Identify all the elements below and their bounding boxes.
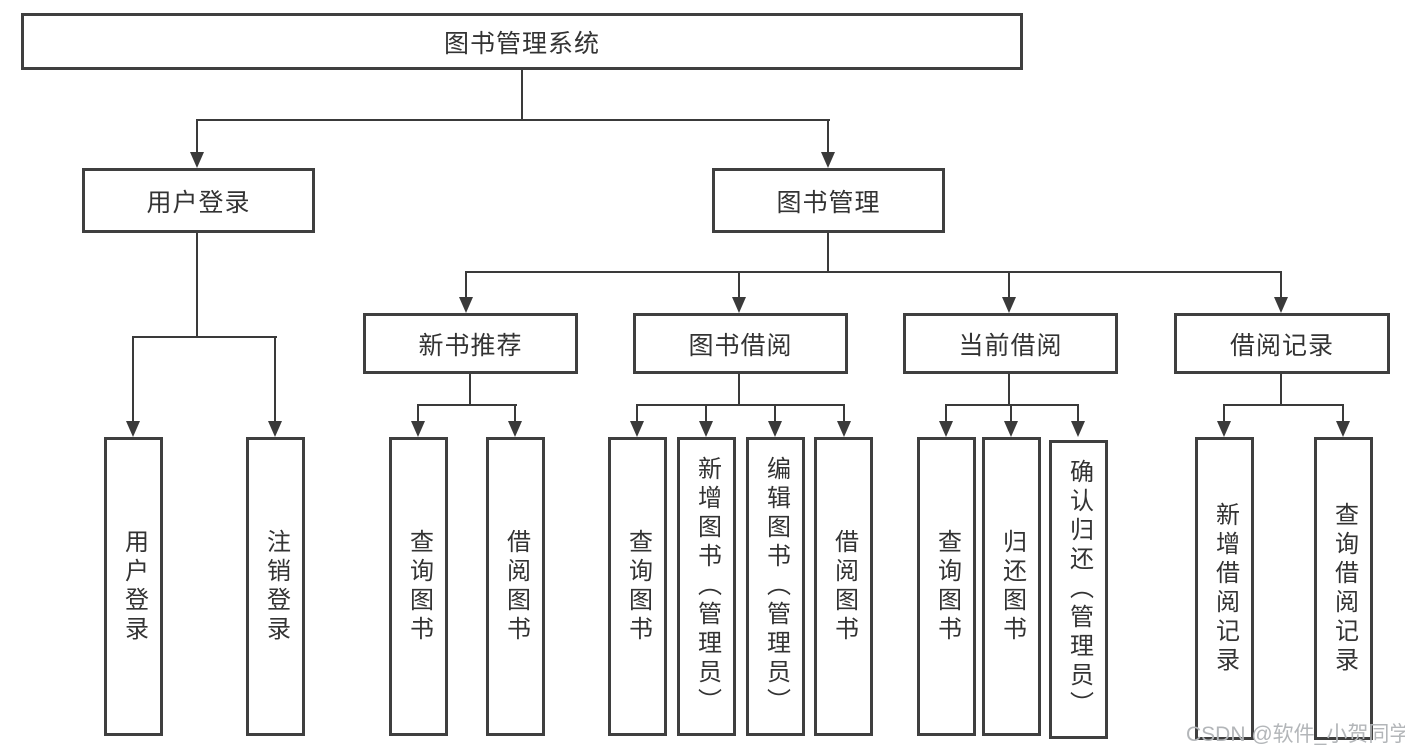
node-book-borrow-label: 图书借阅 (688, 331, 793, 360)
arrow-down-bor-3 (768, 421, 782, 437)
connector-records-rail (1223, 404, 1344, 406)
connector-drop-bor-2 (705, 404, 707, 422)
node-book-management: 图书管理 (712, 168, 945, 233)
node-user-login-label: 用户登录 (146, 188, 251, 217)
connector-recommend-rail (417, 404, 517, 406)
leaf-borrow-book-label: 借阅图书 (830, 528, 858, 645)
connector-mgmt-rail (465, 271, 1282, 273)
connector-drop-rec-2 (514, 404, 516, 422)
arrow-down-book-mgmt (821, 152, 835, 168)
connector-borrow-rail (636, 404, 845, 406)
leaf-current-query-book-label: 查询图书 (933, 528, 961, 645)
leaf-user-login-label: 用户登录 (120, 528, 148, 645)
arrow-down-rec-1 (411, 421, 425, 437)
connector-drop-borrow (738, 271, 740, 298)
leaf-recommend-borrow-book: 借阅图书 (486, 437, 545, 736)
connector-drop-bor-3 (774, 404, 776, 422)
connector-drop-user-login (196, 119, 198, 153)
arrow-down-bor-1 (630, 421, 644, 437)
leaf-return-book: 归还图书 (982, 437, 1041, 736)
leaf-logout-label: 注销登录 (262, 528, 290, 645)
csdn-watermark: CSDN @软件_小贺同学 (1186, 723, 1405, 746)
connector-drop-book-mgmt (827, 119, 829, 153)
node-new-book-recommend: 新书推荐 (363, 313, 578, 374)
leaf-borrow-query-book-label: 查询图书 (624, 528, 652, 645)
arrow-down-rec-2 (508, 421, 522, 437)
connector-drop-records (1280, 271, 1282, 298)
leaf-edit-book-admin-label: 编辑图书（管理员） (762, 456, 790, 717)
connector-drop-recommend (465, 271, 467, 298)
connector-drop-recd-1 (1223, 404, 1225, 422)
connector-current-stem (1008, 374, 1010, 406)
leaf-recommend-query-book-label: 查询图书 (405, 528, 433, 645)
leaf-logout: 注销登录 (246, 437, 305, 736)
leaf-recommend-query-book: 查询图书 (389, 437, 448, 736)
arrow-down-current (1002, 297, 1016, 313)
leaf-confirm-return-admin: 确认归还（管理员） (1049, 440, 1108, 739)
leaf-add-borrow-record-label: 新增借阅记录 (1211, 501, 1239, 676)
arrow-down-recommend (459, 297, 473, 313)
arrow-down-borrow (732, 297, 746, 313)
leaf-user-login: 用户登录 (104, 437, 163, 736)
node-new-book-recommend-label: 新书推荐 (418, 331, 523, 360)
connector-root-stem (521, 70, 523, 120)
connector-drop-recd-2 (1342, 404, 1344, 422)
node-current-borrow-label: 当前借阅 (958, 331, 1063, 360)
leaf-edit-book-admin: 编辑图书（管理员） (746, 437, 805, 736)
node-user-login: 用户登录 (82, 168, 315, 233)
connector-records-stem (1280, 374, 1282, 406)
connector-drop-bor-4 (843, 404, 845, 422)
node-borrow-records-label: 借阅记录 (1229, 331, 1334, 360)
arrow-down-cur-2 (1004, 421, 1018, 437)
arrow-down-login-1 (126, 421, 140, 437)
leaf-return-book-label: 归还图书 (998, 528, 1026, 645)
connector-drop-login-2 (274, 336, 276, 422)
connector-mgmt-stem (827, 233, 829, 273)
arrow-down-bor-4 (837, 421, 851, 437)
leaf-add-borrow-record: 新增借阅记录 (1195, 437, 1254, 740)
node-library-system-label: 图书管理系统 (443, 29, 600, 58)
arrow-down-recd-2 (1336, 421, 1350, 437)
leaf-add-book-admin: 新增图书（管理员） (677, 437, 736, 736)
connector-drop-current (1008, 271, 1010, 298)
node-library-system: 图书管理系统 (21, 13, 1023, 70)
connector-drop-cur-1 (945, 404, 947, 422)
arrow-down-user-login (190, 152, 204, 168)
connector-root-rail (196, 119, 830, 121)
arrow-down-records (1274, 297, 1288, 313)
leaf-borrow-query-book: 查询图书 (608, 437, 667, 736)
connector-borrow-stem (738, 374, 740, 406)
leaf-borrow-book: 借阅图书 (814, 437, 873, 736)
leaf-confirm-return-admin-label: 确认归还（管理员） (1065, 459, 1093, 720)
node-book-management-label: 图书管理 (776, 188, 881, 217)
arrow-down-bor-2 (699, 421, 713, 437)
connector-recommend-stem (469, 374, 471, 406)
leaf-recommend-borrow-book-label: 借阅图书 (502, 528, 530, 645)
leaf-current-query-book: 查询图书 (917, 437, 976, 736)
node-book-borrow: 图书借阅 (633, 313, 848, 374)
connector-drop-bor-1 (636, 404, 638, 422)
arrow-down-login-2 (268, 421, 282, 437)
connector-drop-rec-1 (417, 404, 419, 422)
connector-login-stem (196, 233, 198, 338)
connector-drop-login-1 (132, 336, 134, 422)
arrow-down-recd-1 (1217, 421, 1231, 437)
node-borrow-records: 借阅记录 (1174, 313, 1390, 374)
node-current-borrow: 当前借阅 (903, 313, 1118, 374)
connector-drop-cur-2 (1010, 404, 1012, 422)
leaf-query-borrow-record-label: 查询借阅记录 (1330, 501, 1358, 676)
connector-login-rail (132, 336, 277, 338)
leaf-query-borrow-record: 查询借阅记录 (1314, 437, 1373, 740)
connector-drop-cur-3 (1077, 404, 1079, 422)
leaf-add-book-admin-label: 新增图书（管理员） (693, 456, 721, 717)
arrow-down-cur-3 (1071, 421, 1085, 437)
connector-current-rail (945, 404, 1079, 406)
arrow-down-cur-1 (939, 421, 953, 437)
